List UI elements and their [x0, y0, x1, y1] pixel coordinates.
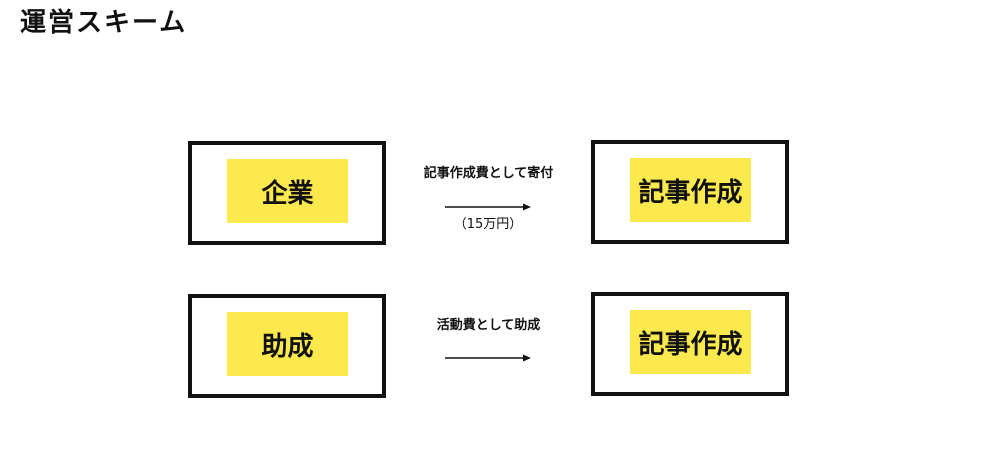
arrow-right-icon [445, 202, 531, 212]
target-label-article-2: 記事作成 [630, 310, 751, 374]
flow-label-donation: 記事作成費として寄付 [423, 166, 554, 181]
source-label-company: 企業 [227, 159, 348, 223]
page-title: 運営スキーム [20, 8, 188, 38]
source-box-company [188, 141, 386, 245]
flow-label-grant: 活動費として助成 [436, 318, 541, 333]
source-label-grant: 助成 [227, 312, 348, 376]
target-label-article-1: 記事作成 [630, 158, 751, 222]
flow-note-amount: （15万円） [453, 217, 523, 232]
arrow-right-icon [445, 353, 531, 363]
